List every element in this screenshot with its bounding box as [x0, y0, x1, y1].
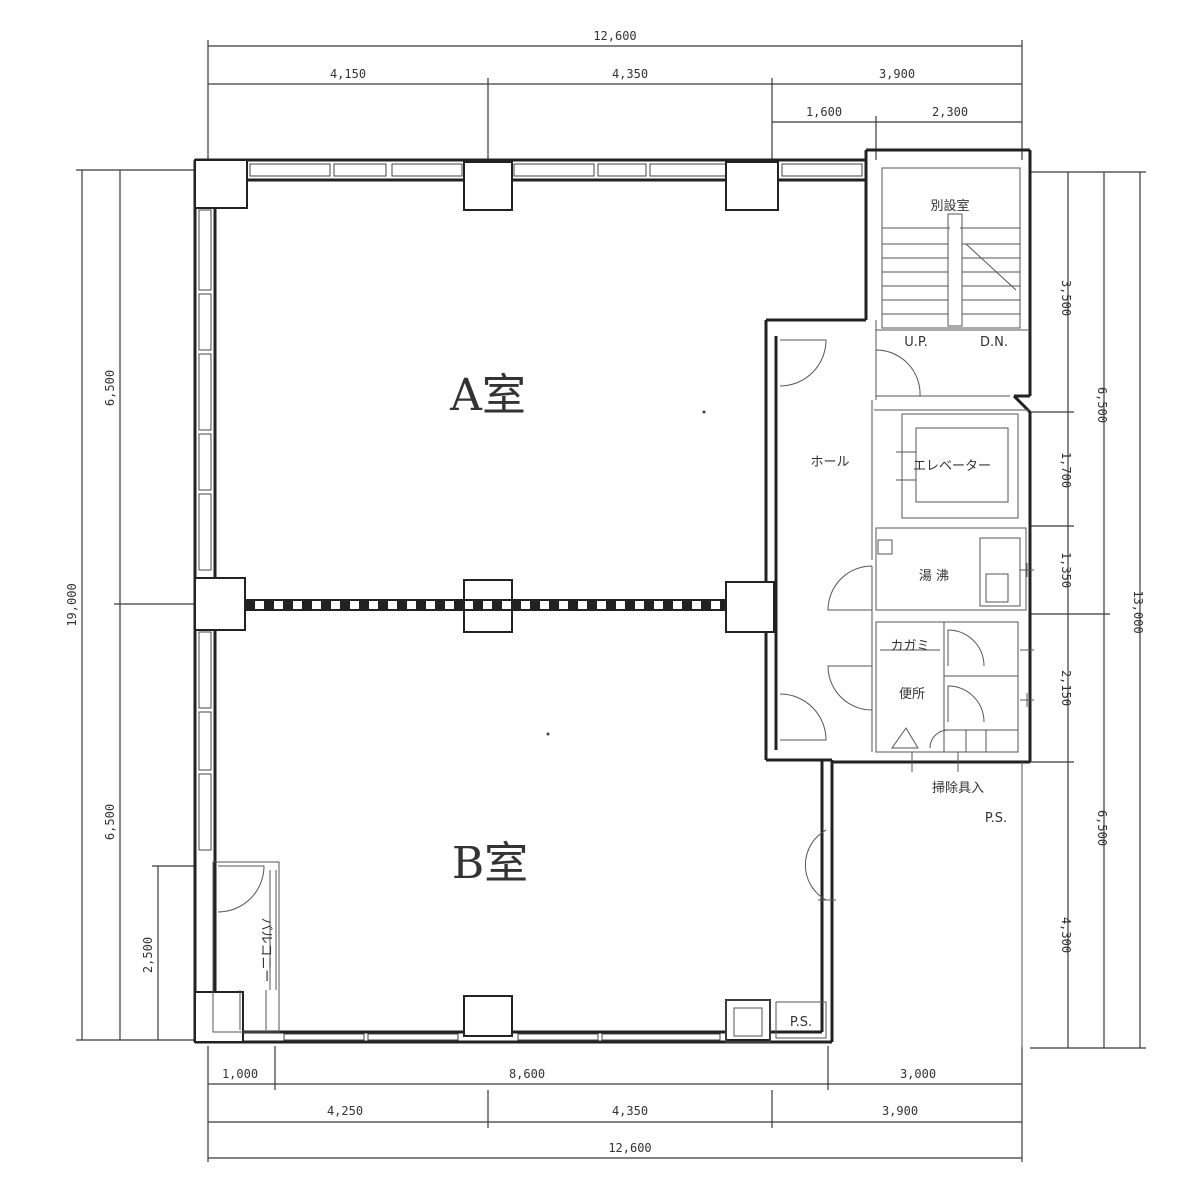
column: [463, 995, 513, 1037]
ps-label-room-b: P.S.: [790, 1015, 812, 1030]
column: [463, 579, 513, 633]
room-b-label: B室: [452, 838, 528, 889]
dim-bottom-a: 1,000: [222, 1067, 258, 1081]
dim-top-c: 3,900: [879, 67, 915, 81]
dim-top-total: 12,600: [593, 29, 636, 43]
kitchenette-label: 湯 沸: [919, 569, 949, 584]
dim-top-a: 4,150: [330, 67, 366, 81]
column: [194, 577, 246, 631]
cleaning-label: 掃除具入: [932, 780, 984, 796]
dim-top-b: 4,350: [612, 67, 648, 81]
column: [194, 159, 248, 209]
top-dimensions: 12,600 4,150 4,350 3,900 1,600 2,300: [207, 29, 1023, 160]
dim-bottom-f: 3,900: [882, 1104, 918, 1118]
column: [725, 161, 779, 211]
dim-top-d2: 2,300: [932, 105, 968, 119]
dim-right-total: 13,000: [1131, 590, 1145, 633]
balcony-label: バルコニー: [258, 918, 273, 983]
toilets: [875, 621, 1034, 772]
dim-right-6: 6,500: [1095, 387, 1109, 423]
stairs: [875, 167, 1030, 397]
room-partition: [245, 599, 726, 611]
dim-right-1: 3,500: [1059, 280, 1073, 316]
left-windows: [198, 209, 212, 851]
b-room-details: [725, 829, 836, 1043]
dim-bottom-d: 4,250: [327, 1104, 363, 1118]
room-a-label: A室: [449, 370, 526, 421]
dim-left-small: 2,500: [141, 937, 155, 973]
stair-room-label: 別設室: [930, 198, 969, 214]
bottom-dimensions: 1,000 8,600 3,000 4,250 4,350 3,900 12,6…: [207, 1046, 1023, 1162]
hall: [779, 320, 1030, 752]
dim-right-2: 1,700: [1059, 452, 1073, 488]
left-dimensions: 19,000 6,500 6,500 2,500: [65, 169, 195, 1041]
hall-label: ホール: [810, 455, 849, 470]
dim-right-7: 6,500: [1095, 810, 1109, 846]
elevator-label: エレベーター: [913, 459, 991, 474]
column: [463, 161, 513, 211]
dim-bottom-e: 4,350: [612, 1104, 648, 1118]
column: [725, 581, 775, 633]
dim-right-3: 1,350: [1059, 552, 1073, 588]
kagami-label: カガミ: [890, 639, 929, 654]
dim-left-top: 6,500: [103, 370, 117, 406]
dim-top-d1: 1,600: [806, 105, 842, 119]
bottom-windows: [283, 1033, 721, 1041]
dim-right-5: 4,300: [1059, 917, 1073, 953]
dn-label: D.N.: [980, 335, 1008, 350]
column: [725, 999, 771, 1041]
column: [194, 991, 244, 1043]
ps-label-core: P.S.: [985, 811, 1007, 826]
washroom-label: 便所: [899, 687, 925, 702]
balcony: [212, 861, 280, 1033]
right-dimensions: 3,500 1,700 1,350 2,150 4,300 6,500 6,50…: [1030, 171, 1146, 1049]
dim-bottom-c: 3,000: [900, 1067, 936, 1081]
dim-left-total: 19,000: [65, 583, 79, 626]
dim-bottom-total: 12,600: [608, 1141, 651, 1155]
kitchenette: [875, 527, 1034, 611]
noise-marks: [546, 410, 706, 736]
up-label: U.P.: [904, 335, 928, 350]
elevator: [896, 413, 1019, 519]
dim-bottom-b: 8,600: [509, 1067, 545, 1081]
top-windows: [249, 163, 863, 177]
dim-right-4: 2,150: [1059, 670, 1073, 706]
dim-left-bottom: 6,500: [103, 804, 117, 840]
